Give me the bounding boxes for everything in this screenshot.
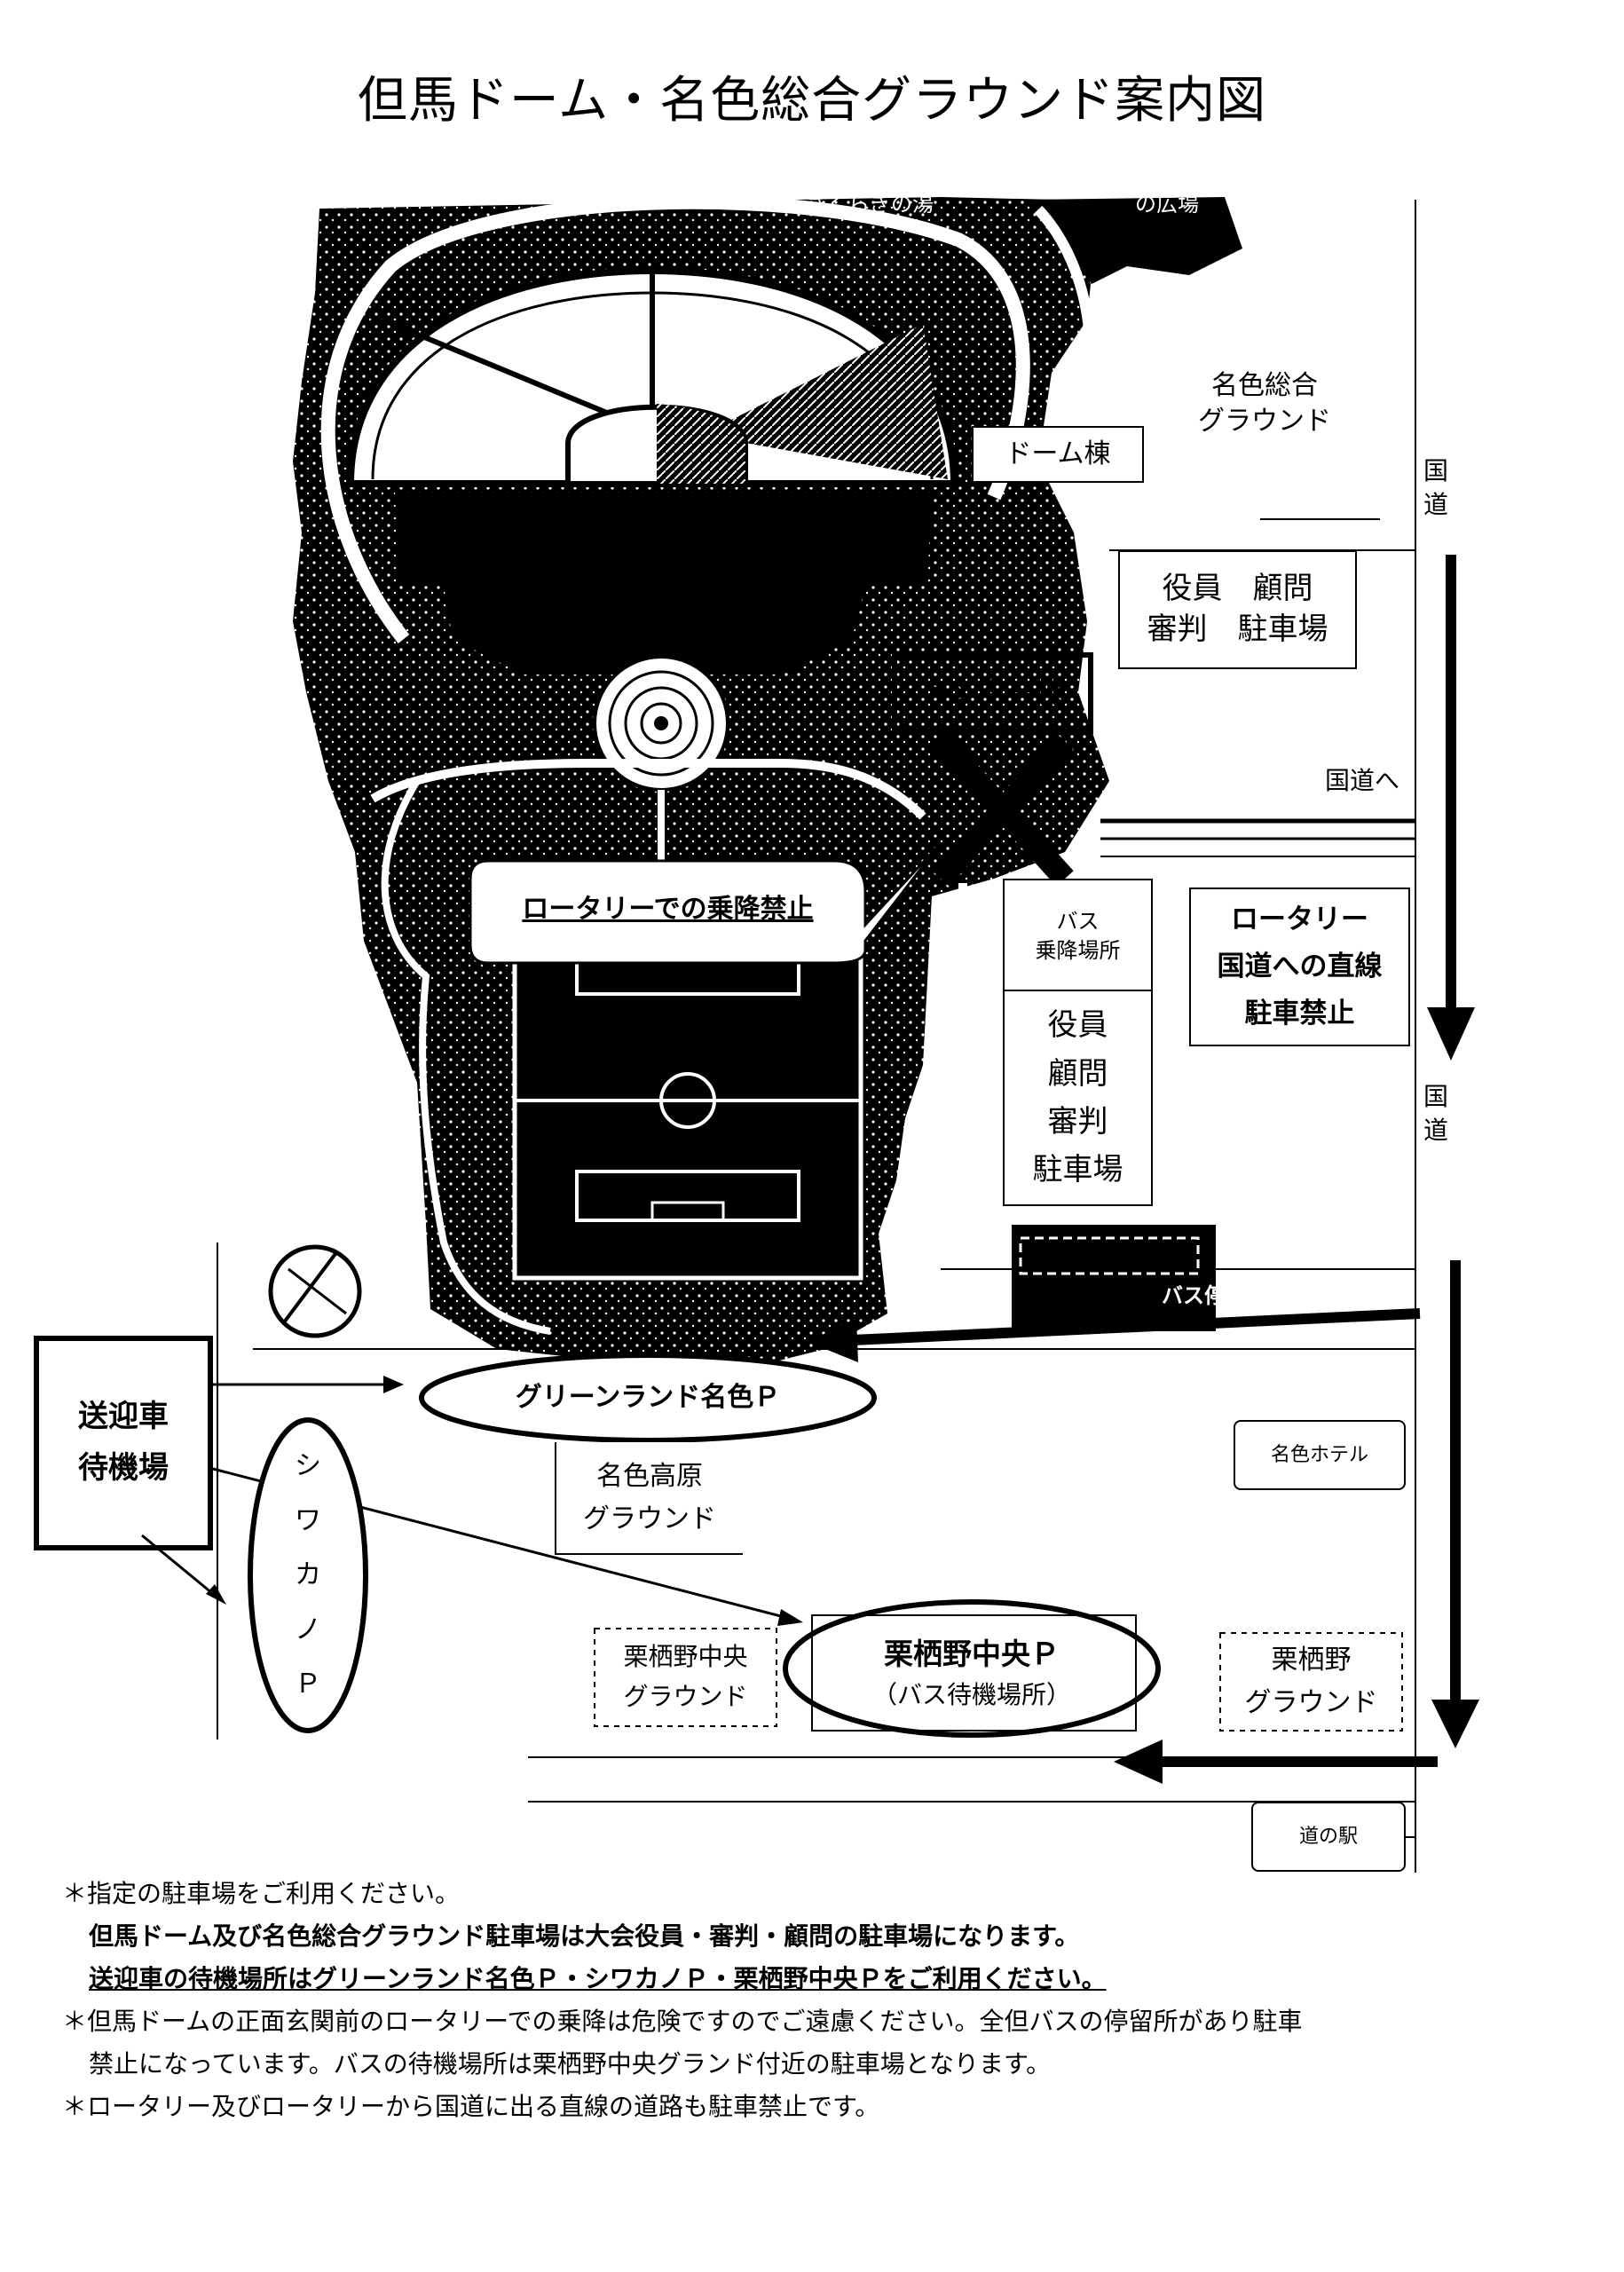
kurusuno-ground-2: グラウンド [1244, 1687, 1378, 1718]
rotary-ring [640, 702, 682, 745]
road-arrowhead [1114, 1740, 1163, 1784]
bus-label: バス停 [1162, 1282, 1226, 1308]
shiwakano-char: カ [295, 1559, 321, 1591]
greenland-parking-label: グリーンランド名色Ｐ [515, 1381, 781, 1413]
no-entry-x [932, 733, 1074, 887]
dome-fan [701, 324, 948, 479]
note-line-1: ＊指定の駐車場をご利用ください。 [62, 1879, 461, 1908]
kurusuno-chuo-ground-2: グラウンド [623, 1682, 748, 1711]
pickup-arrowhead [206, 1584, 226, 1605]
pickup-waiting-label: 送迎車 待機場 [34, 1336, 213, 1550]
meishiki-kogen-1: 名色高原 [596, 1460, 703, 1492]
small-pond [268, 1244, 362, 1338]
kurusuno-ground-1: 栗栖野 [1271, 1645, 1352, 1676]
kurusuno-ground-label: 栗栖野 グラウンド [1220, 1633, 1402, 1731]
notes: ＊指定の駐車場をご利用ください。 但馬ドーム及び名色総合グラウンド駐車場は大会役… [62, 1873, 1571, 2128]
officials-parking-lower: 役員 顧問 審判 駐車場 [1003, 990, 1153, 1206]
pickup-arrowhead [777, 1609, 803, 1626]
pickup-arrowhead [383, 1376, 404, 1393]
road-arrowhead [808, 1318, 858, 1362]
soccer-field [512, 956, 863, 1281]
national-road-upper-1: 国 [1423, 456, 1448, 486]
rotary-no-drop-label: ロータリーでの乗降禁止 [522, 893, 814, 925]
terrain-lobe [1029, 197, 1242, 284]
pickup-waiting-2: 待機場 [78, 1450, 169, 1486]
note-line-2: 但馬ドーム及び名色総合グラウンド駐車場は大会役員・審判・顧問の駐車場になります。 [89, 1921, 1080, 1951]
note-line-6: ＊ロータリー及びロータリーから国道に出る直線の道路も駐車禁止です。 [62, 2092, 880, 2121]
pickup-waiting-1: 送迎車 [78, 1399, 169, 1435]
rotary-road [370, 759, 926, 820]
meishiki-ground-line-1: 名色総合 [1211, 369, 1318, 401]
shiwakano-parking-label: シ ワ カ ノ Ｐ [286, 1438, 330, 1713]
small-pond-line [288, 1267, 347, 1315]
dome-center-right [657, 404, 745, 484]
bus-area-slots [1019, 1236, 1200, 1275]
officials-parking-lower-1: 役員 [1047, 1007, 1108, 1044]
officials-parking-lower-4: 駐車場 [1032, 1152, 1123, 1188]
meishiki-hotel-label: 名色ホテル [1234, 1420, 1406, 1490]
officials-parking-lower-2: 顧問 [1047, 1055, 1108, 1092]
rotary-no-parking-2: 国道への直線 [1217, 951, 1383, 983]
rotary-no-parking-1: ロータリー [1231, 903, 1368, 936]
national-road-label-upper: 国 道 [1418, 444, 1454, 532]
greenland-parking-ellipse [419, 1353, 877, 1443]
shiwakano-char: ワ [295, 1504, 321, 1536]
kurusuno-chuo-parking-frame [811, 1614, 1137, 1732]
meishiki-kogen-2: グラウンド [583, 1503, 716, 1534]
field-goal [650, 1201, 725, 1222]
officials-parking-upper: 役員 顧問 審判 駐車場 [1118, 550, 1357, 669]
national-road-label-lower: 国 道 [1418, 1069, 1454, 1158]
rotary-notice-bubble [469, 841, 942, 965]
bus-stop-2: 乗降場所 [1035, 937, 1121, 963]
shiwakano-parking-ellipse [248, 1417, 368, 1733]
officials-parking-upper-1: 役員 顧問 [1162, 571, 1313, 607]
kurusuno-chuo-parking-ellipse [783, 1599, 1161, 1738]
top-banner-2: の広場 [1135, 191, 1199, 217]
to-national-road-label: 国道へ [1324, 766, 1399, 796]
dome-spoke [380, 317, 641, 429]
shiwakano-char: ノ [295, 1613, 321, 1645]
kurusuno-chuo-ground-label: 栗栖野中央 グラウンド [595, 1629, 777, 1726]
officials-parking-lower-3: 審判 [1047, 1104, 1108, 1140]
dome-path [320, 194, 1030, 643]
bus-stop-1: バス [1056, 909, 1100, 935]
road-arrowhead [1427, 1007, 1475, 1061]
kurusuno-chuo-parking-1: 栗栖野中央Ｐ [884, 1637, 1060, 1672]
center-building-label: センター棟 [892, 652, 1093, 734]
shiwakano-char: シ [295, 1450, 321, 1482]
dome-building-label: ドーム棟 [972, 426, 1144, 483]
terrain-mass [293, 197, 1109, 1367]
bus-stop-label: バス 乗降場所 [1003, 879, 1153, 993]
road-arrow [851, 1308, 1421, 1345]
bus-area [1012, 1225, 1216, 1331]
national-road-lower-1: 国 [1423, 1082, 1448, 1112]
note-line-4: ＊但馬ドームの正面玄関前のロータリーでの乗降は危険ですのでご遠慮ください。全但バ… [62, 2007, 1303, 2036]
meishiki-ground-label: 名色総合 グラウンド [1176, 355, 1353, 453]
rotary-no-parking-3: 駐車禁止 [1244, 997, 1355, 1030]
left-path [381, 778, 551, 1335]
note-line-3: 送迎車の待機場所はグリーンランド名色Ｐ・シワカノＰ・栗栖野中央Ｐをご利用ください… [89, 1964, 1107, 1993]
rotary-ring [608, 670, 714, 777]
kurusuno-chuo-ground-1: 栗栖野中央 [623, 1642, 748, 1672]
kurusuno-chuo-parking-2: （バス待機場所） [871, 1679, 1071, 1709]
meishiki-kogen-ground-label: 名色高原 グラウンド [555, 1442, 743, 1555]
rotary-no-parking-label: ロータリー 国道への直線 駐車禁止 [1189, 888, 1410, 1046]
rotary-core [654, 716, 668, 730]
dome-base [395, 493, 932, 674]
top-banner-1: さくらぎの湯 [806, 191, 934, 217]
page-title: 但馬ドーム・名色総合グラウンド案内図 [357, 72, 1267, 130]
field-center-circle [659, 1072, 716, 1129]
officials-parking-upper-2: 審判 駐車場 [1147, 611, 1328, 647]
national-road-lower-2: 道 [1423, 1116, 1448, 1145]
note-line-5: 禁止になっています。バスの待機場所は栗栖野中央グランド付近の駐車場となります。 [89, 2049, 1052, 2079]
kurusuno-chuo-parking-label: 栗栖野中央Ｐ （バス待機場所） [825, 1624, 1118, 1722]
meishiki-ground-line-2: グラウンド [1198, 406, 1331, 437]
shiwakano-char: Ｐ [295, 1668, 321, 1700]
michi-no-eki-label: 道の駅 [1251, 1802, 1406, 1872]
national-road-upper-2: 道 [1423, 490, 1448, 519]
road-arrowhead [1431, 1700, 1479, 1748]
